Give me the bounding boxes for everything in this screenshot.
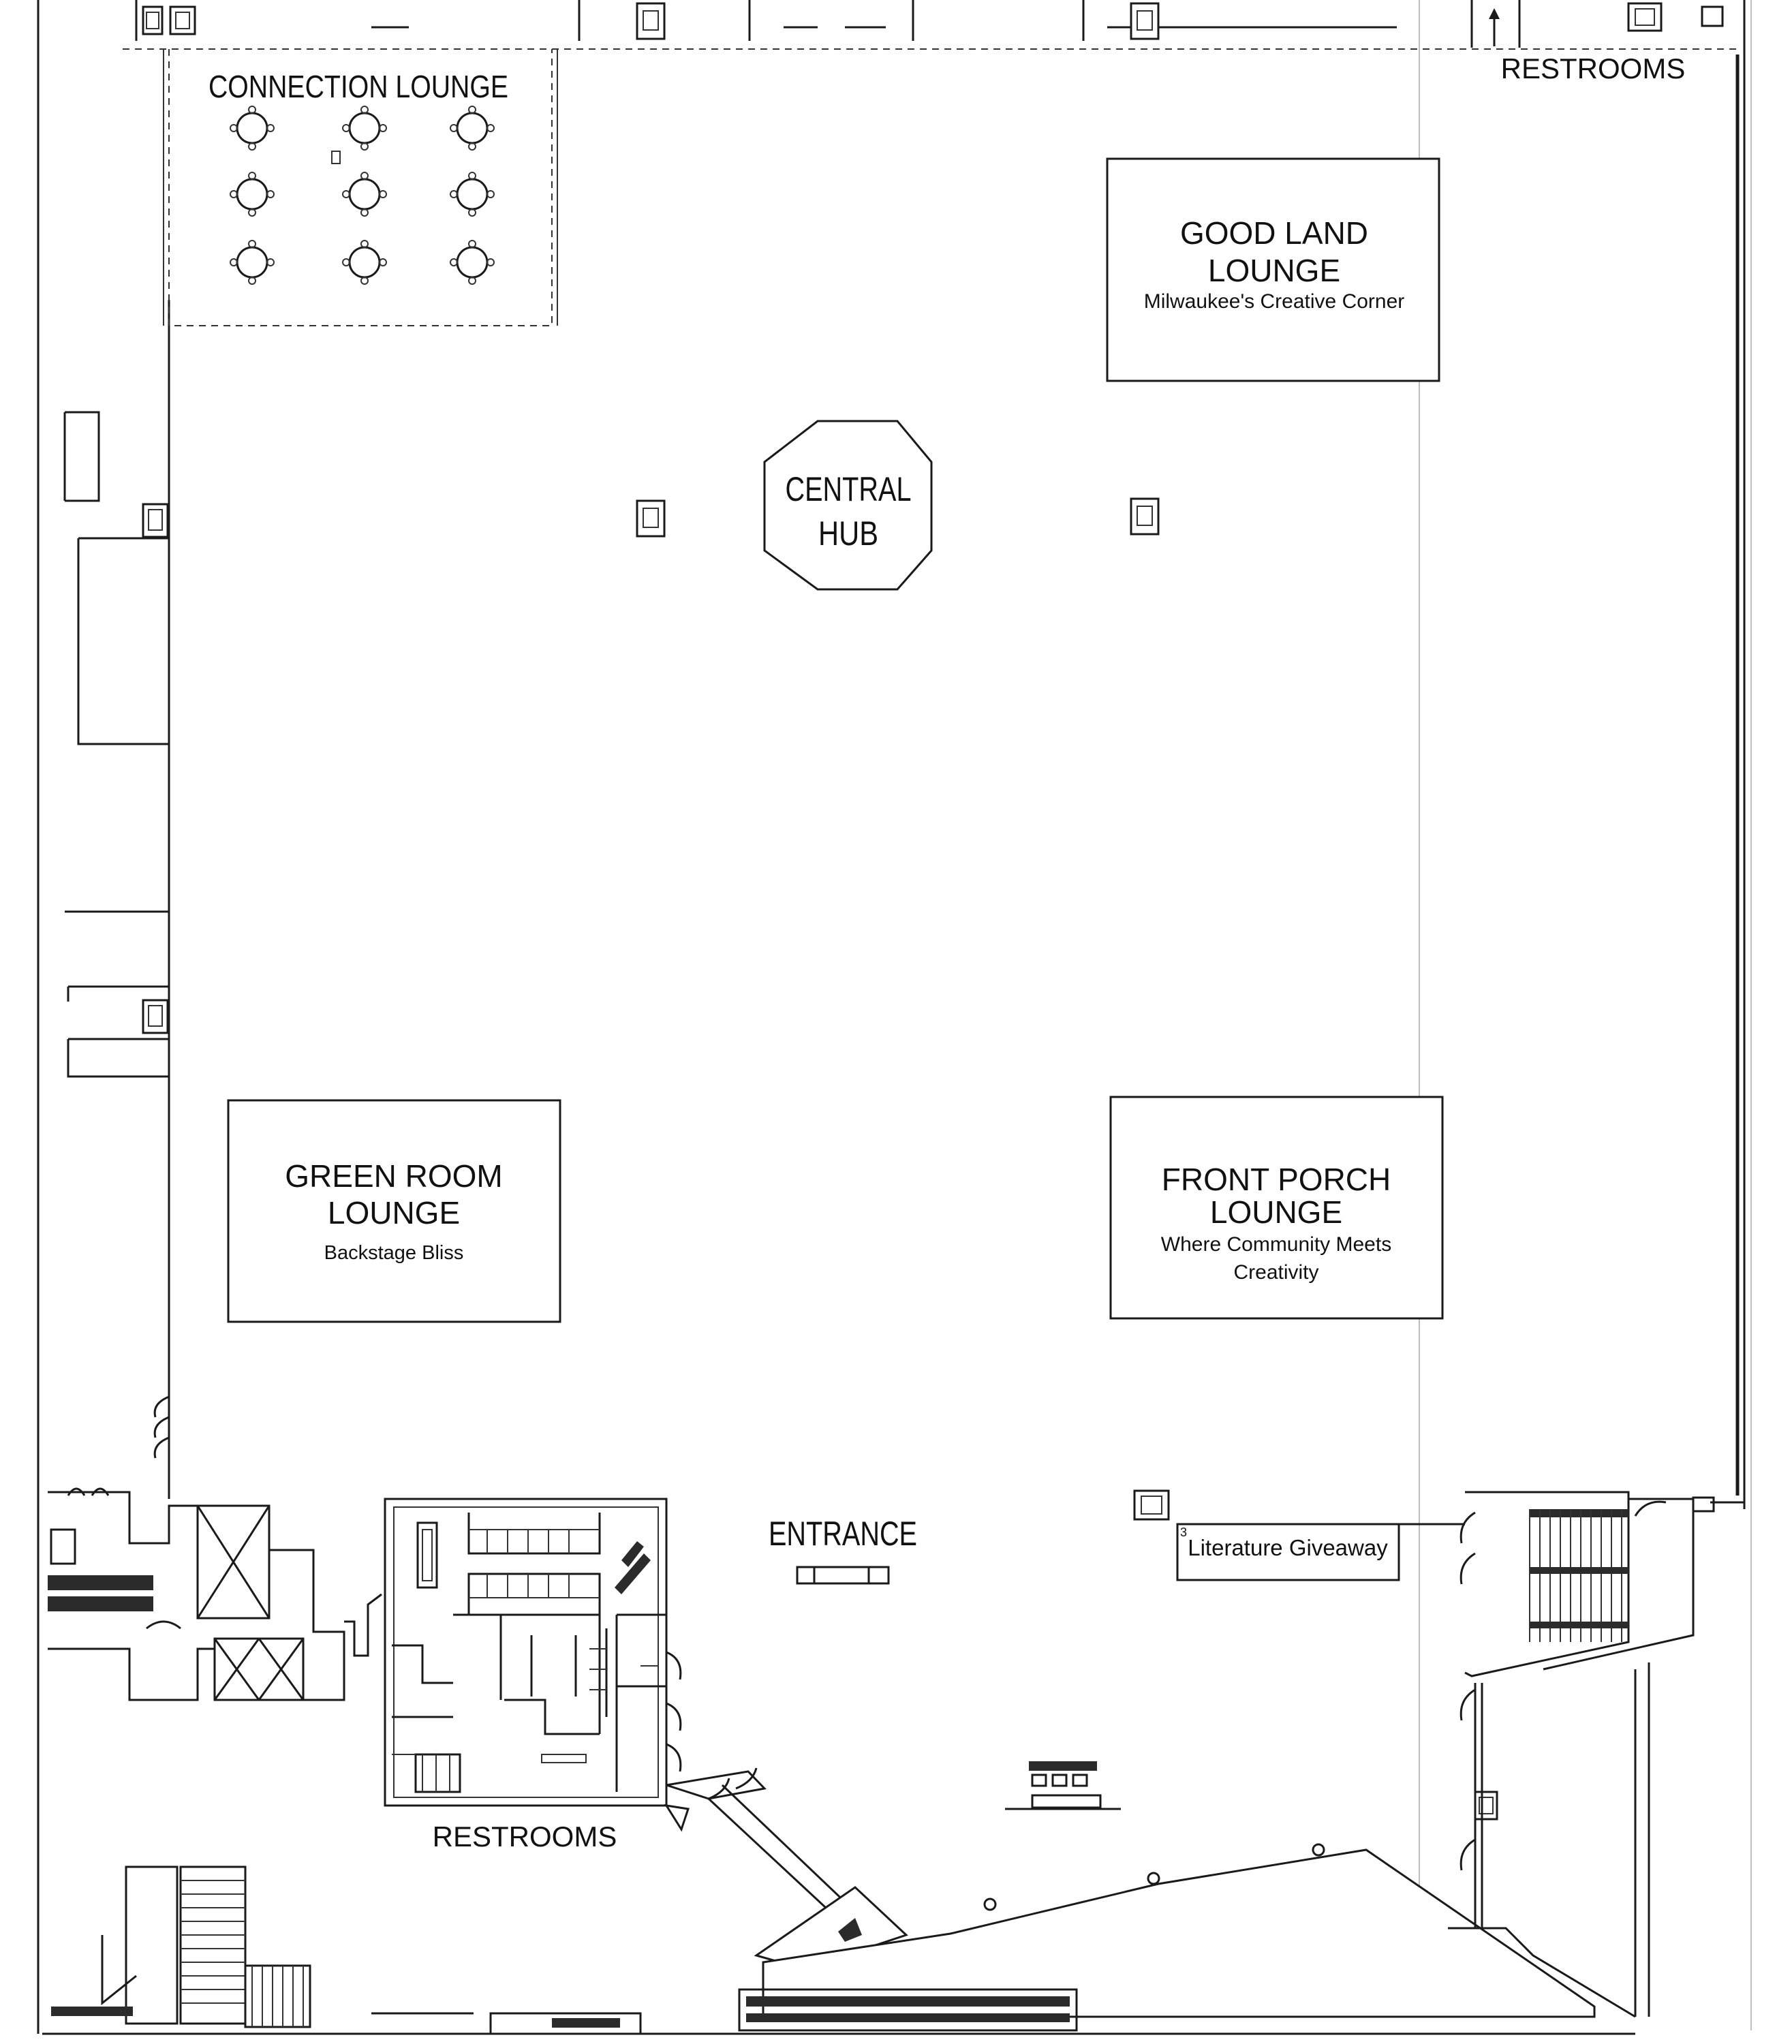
front-porch-lounge-subtitle-1: Where Community Meets [1161,1233,1391,1256]
columns [142,2,1724,1821]
column-icon [636,2,666,40]
good-land-lounge-title-2: LOUNGE [1208,253,1340,288]
good-land-lounge: GOOD LAND LOUNGE Milwaukee's Creative Co… [1106,157,1440,382]
round-tables [230,106,495,285]
column-icon [1133,1489,1170,1521]
bottom-right-stair-core [1448,1491,1744,2018]
connection-lounge: CONNECTION LOUNGE [163,49,558,326]
good-land-lounge-title-1: GOOD LAND [1180,215,1368,251]
column-icon [1701,5,1724,27]
round-table-icon [450,106,495,151]
literature-giveaway-number: 3 [1180,1526,1187,1539]
column-icon [142,999,169,1034]
left-wall-recesses [63,411,169,1078]
column-icon [1130,497,1160,536]
round-table-icon [230,106,275,151]
green-room-lounge-title-2: LOUNGE [328,1195,460,1230]
entrance-label: ENTRANCE [769,1515,917,1553]
front-porch-lounge-title-1: FRONT PORCH [1162,1162,1391,1197]
green-room-lounge: GREEN ROOM LOUNGE Backstage Bliss [227,1099,561,1323]
literature-giveaway-label: Literature Giveaway [1188,1535,1388,1560]
outer-walls [37,0,1752,2035]
lower-lobby [664,1761,1596,2032]
green-room-lounge-title-1: GREEN ROOM [285,1158,502,1194]
front-porch-lounge-subtitle-2: Creativity [1233,1261,1318,1284]
round-table-icon [230,172,275,217]
round-table-icon [342,106,387,151]
green-room-lounge-subtitle: Backstage Bliss [324,1242,464,1264]
up-arrow-icon [1489,8,1500,46]
column-icon [142,5,164,35]
restrooms-top-sign: RESTROOMS [1489,8,1685,84]
entrance: ENTRANCE [769,1515,917,1585]
literature-giveaway: 3 Literature Giveaway [1176,1523,1465,1581]
good-land-lounge-subtitle: Milwaukee's Creative Corner [1144,290,1405,313]
front-porch-lounge: FRONT PORCH LOUNGE Where Community Meets… [1109,1096,1444,1320]
restrooms-top-label: RESTROOMS [1501,52,1686,84]
round-table-icon [342,172,387,217]
bottom-left-stairs [51,1865,642,2035]
column-icon [1474,1791,1498,1821]
central-hub: CENTRAL HUB [763,420,933,591]
column-icon [142,503,169,538]
round-table-icon [230,240,275,285]
connection-lounge-label: CONNECTION LOUNGE [208,69,508,104]
restrooms-bottom-label: RESTROOMS [433,1821,617,1853]
round-table-icon [342,240,387,285]
restrooms-bottom: RESTROOMS [384,1498,682,1853]
central-hub-title-1: CENTRAL [786,470,912,508]
round-table-icon [450,172,495,217]
front-porch-lounge-title-2: LOUNGE [1210,1194,1342,1230]
column-icon [1627,2,1663,32]
round-table-icon [450,240,495,285]
central-hub-title-2: HUB [818,514,878,553]
column-icon [169,5,196,35]
column-icon [1130,2,1160,40]
bottom-left-core [48,1395,382,1701]
column-icon [636,499,666,538]
